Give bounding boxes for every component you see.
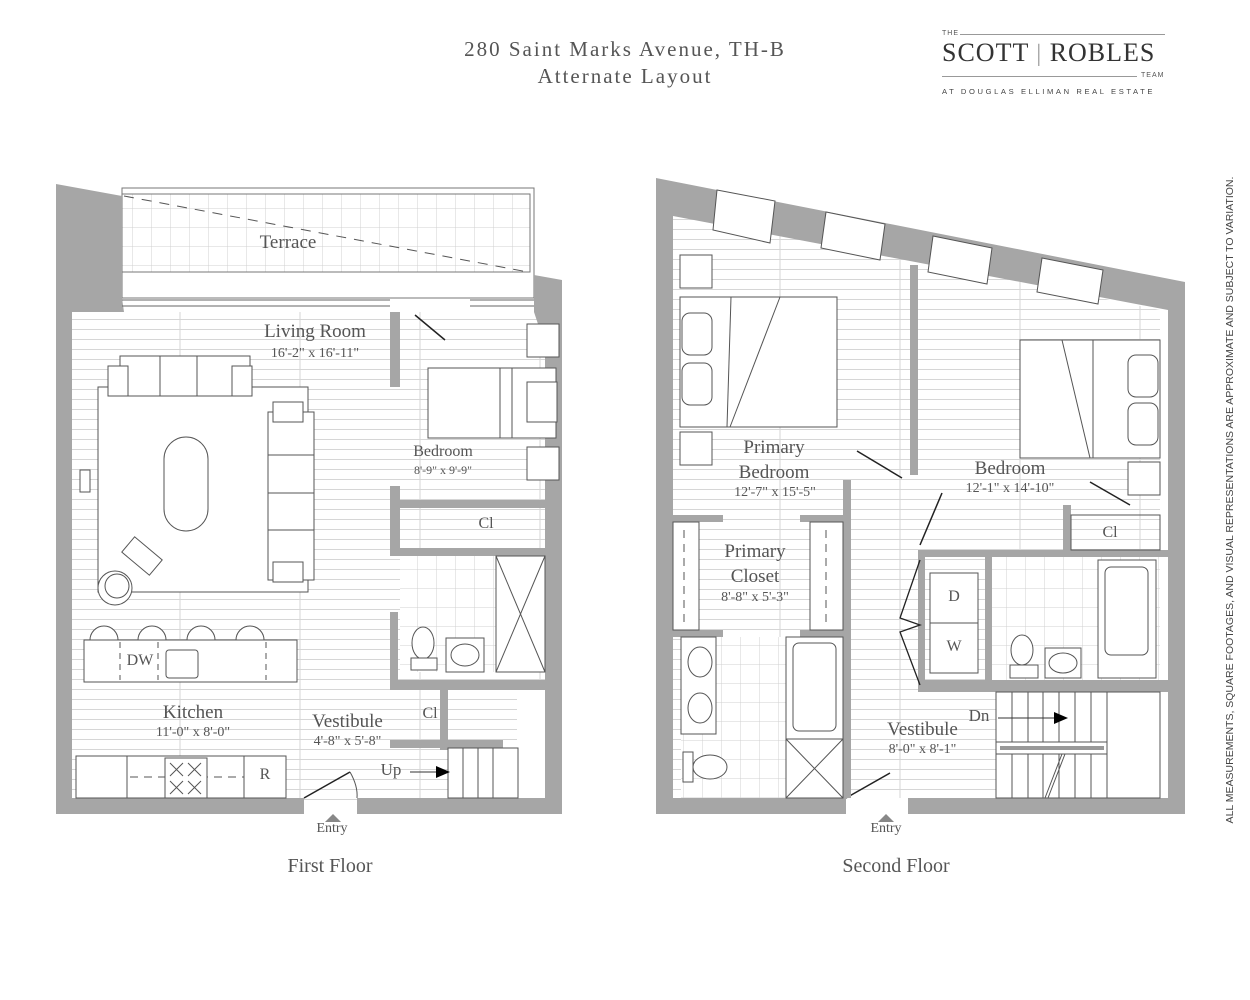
logo-rule-top (960, 34, 1165, 35)
entry-label-second-floor: Entry (870, 821, 902, 836)
first-floor-plan (56, 184, 562, 822)
appliance-washer: W (946, 638, 962, 655)
appliance-dishwasher: DW (126, 652, 154, 669)
appliance-refrigerator: R (259, 766, 271, 783)
room-label-bedroom-2: Bedroom (974, 458, 1046, 479)
terrace (121, 187, 535, 299)
room-dims-vestibule-1: 4'-8" x 5'-8" (313, 734, 382, 749)
room-dims-bedroom-2: 12'-1" x 14'-10" (965, 481, 1055, 496)
logo-name-right: ROBLES (1049, 38, 1156, 67)
room-dims-living-room: 16'-2" x 16'-11" (270, 346, 360, 361)
closet-label-bedroom-2: Cl (1102, 524, 1118, 541)
closet-label-vestibule: Cl (422, 705, 438, 722)
logo-divider: | (1036, 41, 1043, 67)
room-dims-primary-closet: 8'-8" x 5'-3" (721, 590, 789, 605)
entry-label-first-floor: Entry (316, 821, 348, 836)
room-label-primary-bedroom-l1: Primary (743, 437, 805, 458)
room-dims-kitchen: 11'-0" x 8'-0" (155, 725, 231, 740)
room-dims-bedroom: 8'-9" x 9'-9" (413, 463, 473, 477)
stairs-up-label: Up (380, 760, 402, 779)
room-label-living-room: Living Room (264, 321, 366, 342)
address: 280 Saint Marks Avenue, TH-B (464, 37, 786, 61)
room-label-kitchen: Kitchen (162, 702, 224, 723)
room-dims-vestibule-2: 8'-0" x 8'-1" (888, 742, 957, 757)
logo-subtitle: AT DOUGLAS ELLIMAN REAL ESTATE (942, 87, 1156, 96)
layout-name: Atternate Layout (537, 64, 713, 88)
room-label-primary-bedroom-l2: Bedroom (738, 462, 810, 483)
stairs-down-label: Dn (968, 706, 990, 725)
logo-name: SCOTT | ROBLES (942, 38, 1167, 68)
logo-rule-bottom (942, 76, 1137, 77)
room-label-terrace: Terrace (259, 232, 317, 253)
room-label-primary-closet-l1: Primary (724, 541, 786, 562)
floor-label-first: First Floor (287, 855, 373, 877)
appliance-dryer: D (948, 588, 960, 605)
brand-logo: THE SCOTT | ROBLES TEAM AT DOUGLAS ELLIM… (942, 30, 1167, 100)
room-label-bedroom: Bedroom (413, 443, 473, 460)
closet-label-bedroom: Cl (478, 515, 494, 532)
logo-team: TEAM (1141, 72, 1165, 79)
room-label-primary-closet-l2: Closet (730, 566, 780, 587)
second-floor-plan (656, 178, 1185, 822)
floor-label-second: Second Floor (842, 855, 950, 877)
room-label-vestibule-1: Vestibule (312, 711, 383, 732)
logo-the: THE (942, 30, 959, 37)
room-dims-primary-bedroom: 12'-7" x 15'-5" (734, 485, 816, 500)
room-label-vestibule-2: Vestibule (887, 719, 958, 740)
logo-name-left: SCOTT (942, 38, 1029, 67)
plan-title: 280 Saint Marks Avenue, TH-B Atternate L… (380, 36, 870, 90)
